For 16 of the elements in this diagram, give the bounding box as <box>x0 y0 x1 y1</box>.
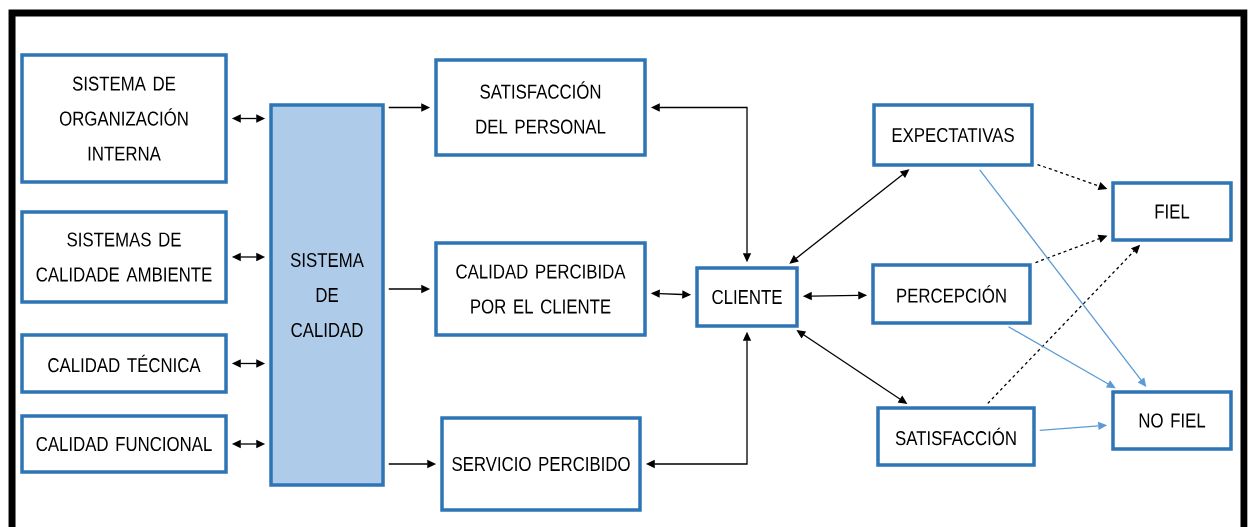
process-box: SISTEMAS DE CALIDADE AMBIENTE <box>20 210 228 304</box>
system-bar: SISTEMA DE CALIDAD <box>269 103 385 487</box>
process-box: NO FIEL <box>1111 390 1233 451</box>
process-box: CALIDAD FUNCIONAL <box>20 414 228 474</box>
process-box: SATISFACCIÓN DEL PERSONAL <box>434 58 647 157</box>
process-box: EXPECTATIVAS <box>872 103 1034 167</box>
arrow <box>1007 326 1116 389</box>
process-box: CALIDAD TÉCNICA <box>20 333 228 394</box>
process-box: PERCEPCIÓN <box>871 263 1032 325</box>
process-box: SERVICIO PERCIBIDO <box>440 416 642 512</box>
process-box: SATISFACCIÓN <box>876 406 1036 467</box>
process-box: FIEL <box>1111 181 1233 242</box>
arrow <box>979 169 1147 387</box>
process-box: SISTEMA DE ORGANIZACIÓN INTERNA <box>20 53 228 184</box>
process-box: CALIDAD PERCIBIDA POR EL CLIENTE <box>434 241 647 337</box>
process-box: CLIENTE <box>695 266 799 328</box>
